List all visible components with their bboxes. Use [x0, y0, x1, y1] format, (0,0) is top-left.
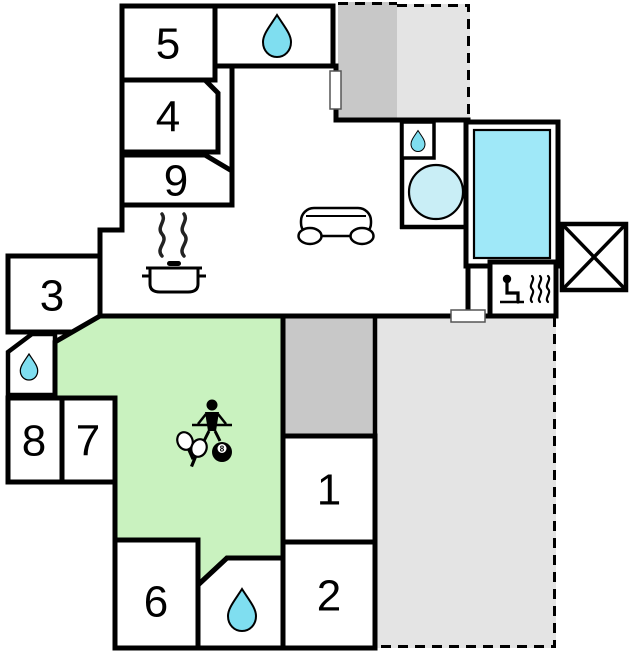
room-6-label: 6 [144, 578, 168, 627]
sauna-room [487, 259, 559, 319]
room-2-label: 2 [317, 572, 341, 621]
covered-terrace [280, 313, 378, 439]
terraces [280, 2, 556, 648]
room-6-area [112, 537, 201, 651]
room-1-label: 1 [317, 466, 341, 515]
foosball-player-icon [192, 399, 232, 442]
sofa-icon [297, 206, 375, 246]
terrace-top-light-dashed-edge [397, 4, 470, 120]
room-3-label: 3 [40, 272, 64, 321]
terrace-top-light [397, 4, 470, 120]
room-7-area [59, 395, 118, 485]
stove-icon [142, 212, 206, 294]
storage-diagonal-2 [560, 222, 628, 292]
door-marker-south [450, 309, 486, 323]
room-5-label: 5 [156, 20, 180, 69]
room-9-label: 9 [164, 157, 188, 206]
eight-ball-label: 8 [220, 445, 225, 454]
table-tennis-icon [176, 431, 208, 468]
room-4-label: 4 [156, 93, 180, 142]
storage-cross-icon [559, 221, 629, 293]
room-2-area [280, 539, 378, 651]
bed-icon [472, 128, 552, 260]
terrace-top-dark [338, 2, 397, 120]
eight-ball-icon: 8 [212, 442, 232, 462]
steam-icon [158, 212, 166, 258]
room-8-label: 8 [22, 417, 46, 466]
room-4-area [119, 77, 221, 155]
room-7-label: 7 [76, 417, 100, 466]
terrace-bottom [375, 316, 556, 648]
window-marker-east [329, 70, 342, 110]
sauna-icon [500, 274, 551, 304]
terrace-bottom-dashed-edge [375, 317, 556, 648]
room-9-area [119, 152, 235, 208]
steam-icon [180, 212, 188, 258]
hot-tub-icon [407, 163, 465, 221]
room-3-area [5, 253, 103, 335]
